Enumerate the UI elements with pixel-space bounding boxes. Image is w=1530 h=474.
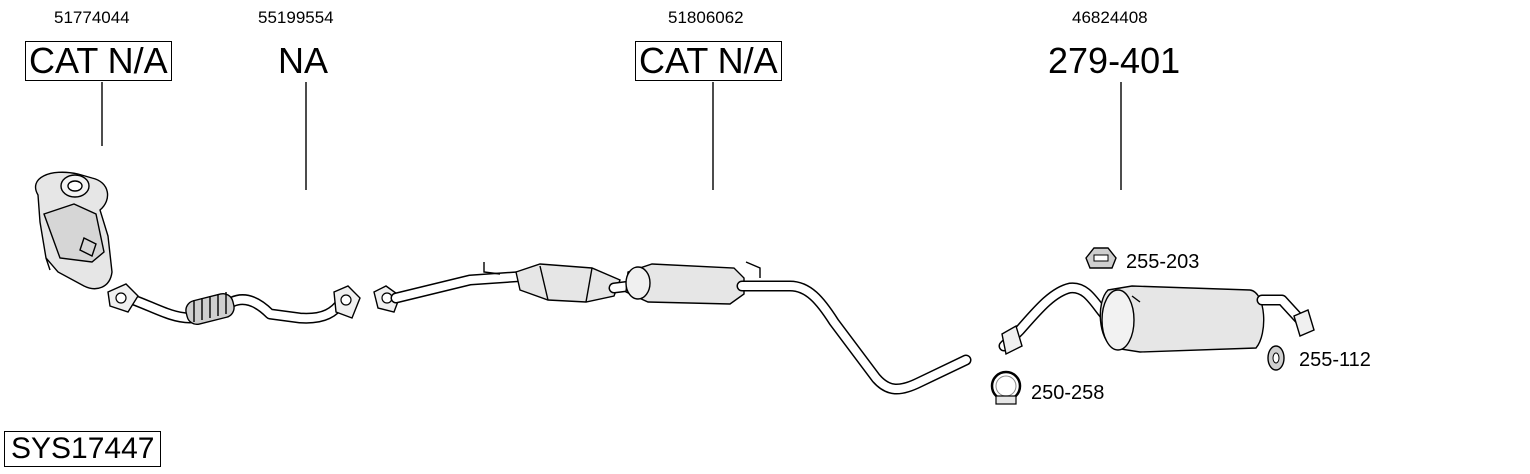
centre-catalyst-illustration[interactable] bbox=[373, 261, 972, 395]
part-ref-4[interactable]: 279-401 bbox=[1048, 40, 1181, 81]
ring-mount-icon[interactable] bbox=[1267, 345, 1285, 371]
part-ref-2[interactable]: NA bbox=[278, 40, 329, 81]
rear-silencer-illustration[interactable] bbox=[998, 282, 1315, 356]
oem-number-4: 46824408 bbox=[1072, 8, 1148, 27]
accessory-ref-ring-mount[interactable]: 255-112 bbox=[1299, 349, 1371, 371]
front-catalyst-illustration[interactable] bbox=[35, 171, 113, 290]
accessory-ref-rubber-mount[interactable]: 255-203 bbox=[1126, 251, 1200, 273]
clamp-icon[interactable] bbox=[990, 370, 1022, 405]
system-code: SYS17447 bbox=[4, 431, 162, 467]
front-pipe-illustration[interactable] bbox=[107, 283, 361, 326]
oem-number-2: 55199554 bbox=[258, 8, 334, 27]
rubber-mount-icon[interactable] bbox=[1085, 247, 1117, 269]
accessory-ref-clamp[interactable]: 250-258 bbox=[1031, 382, 1105, 404]
part-ref-1[interactable]: CAT N/A bbox=[25, 41, 172, 81]
oem-number-3: 51806062 bbox=[668, 8, 744, 27]
oem-number-1: 51774044 bbox=[54, 8, 130, 27]
part-ref-3[interactable]: CAT N/A bbox=[635, 41, 782, 81]
